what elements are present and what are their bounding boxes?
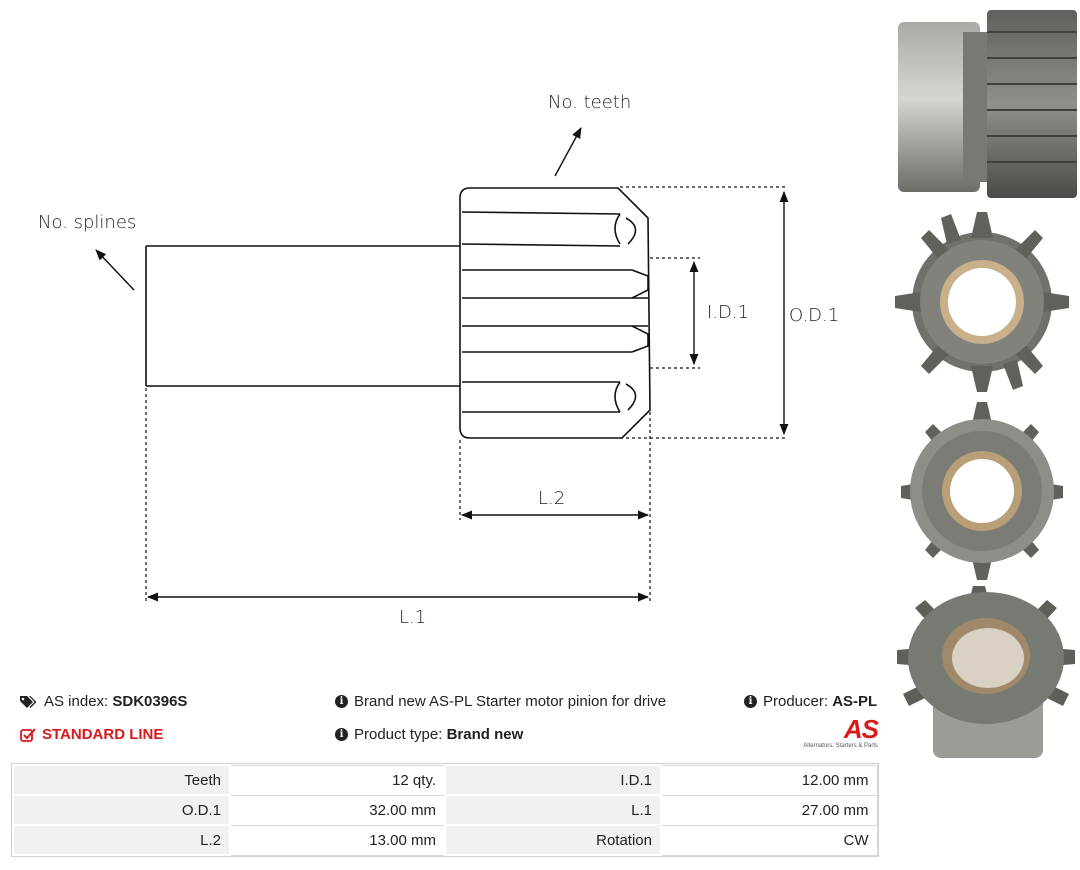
logo-mark: AS: [843, 714, 879, 744]
table-row: Teeth 12 qty. I.D.1 12.00 mm: [12, 764, 878, 796]
producer-value: AS-PL: [832, 693, 878, 710]
as-index-label: AS index:: [44, 693, 109, 710]
spec-value: 27.00 mm: [660, 794, 878, 826]
as-index-value: SDK0396S: [112, 693, 188, 710]
technical-drawing: No. teeth No. splines I.D.1 O.D.1 L.2 L.…: [38, 92, 839, 628]
spec-value: 12 qty.: [229, 764, 446, 796]
table-row: L.2 13.00 mm Rotation CW: [12, 824, 878, 856]
pinion-back-photo: [901, 402, 1063, 580]
product-type-value: Brand new: [446, 726, 524, 743]
label-no-splines: No. splines: [38, 212, 136, 233]
info-icon: i: [744, 695, 757, 708]
producer: i Producer: AS-PL: [744, 693, 877, 710]
spec-table: Teeth 12 qty. I.D.1 12.00 mm O.D.1 32.00…: [11, 763, 879, 857]
standard-line-text: STANDARD LINE: [42, 726, 164, 743]
label-l1: L.1: [399, 607, 426, 628]
spec-label: O.D.1: [12, 794, 231, 826]
spec-value: 13.00 mm: [229, 824, 446, 856]
pinion-angle-photo: [897, 586, 1075, 758]
label-id1: I.D.1: [707, 302, 749, 323]
spec-label: L.2: [12, 824, 231, 856]
description: i Brand new AS-PL Starter motor pinion f…: [335, 693, 666, 710]
as-pl-logo: AS Alternators, Starters & Parts: [790, 714, 879, 750]
info-icon: i: [335, 695, 348, 708]
product-type-label: Product type:: [354, 726, 443, 743]
check-square-icon: [20, 727, 36, 742]
pinion-front-photo: [895, 212, 1069, 392]
standard-line-badge: STANDARD LINE: [20, 726, 163, 743]
info-icon: i: [335, 728, 348, 741]
description-text: Brand new AS-PL Starter motor pinion for…: [354, 693, 667, 710]
spec-label: I.D.1: [444, 764, 662, 796]
spec-value: 32.00 mm: [229, 794, 446, 826]
label-l2: L.2: [538, 488, 565, 509]
spec-value: 12.00 mm: [660, 764, 878, 796]
tags-icon: [20, 695, 37, 708]
spec-label: L.1: [444, 794, 662, 826]
label-no-teeth: No. teeth: [548, 92, 631, 113]
spec-label: Rotation: [444, 824, 662, 856]
spec-value: CW: [660, 824, 878, 856]
spec-label: Teeth: [12, 764, 231, 796]
label-od1: O.D.1: [789, 305, 839, 326]
product-type: i Product type: Brand new: [335, 726, 523, 743]
producer-label: Producer:: [763, 693, 829, 710]
pinion-side-photo: [898, 10, 1077, 198]
logo-tagline: Alternators, Starters & Parts: [803, 743, 878, 749]
table-row: O.D.1 32.00 mm L.1 27.00 mm: [12, 794, 878, 826]
as-index: AS index: SDK0396S: [20, 693, 187, 710]
